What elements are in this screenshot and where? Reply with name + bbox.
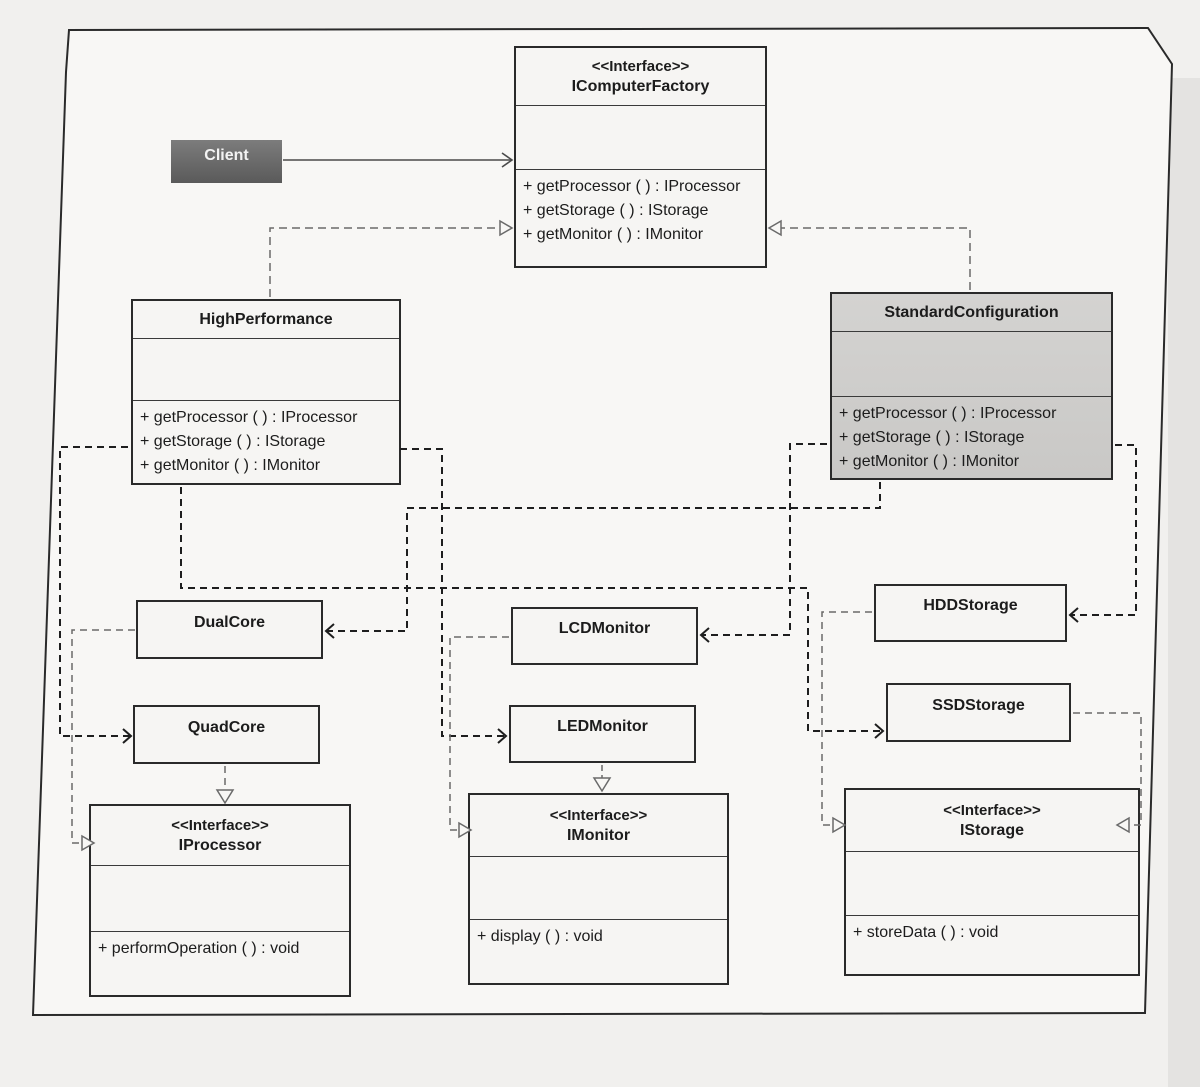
- istorage-interface: <<Interface>> IStorage + storeData ( ) :…: [844, 788, 1140, 976]
- class-name: LCDMonitor: [558, 620, 651, 637]
- icomputerfactory-class: <<Interface>> IComputerFactory + getProc…: [514, 46, 767, 268]
- realization-dualcore-to-iprocessor: [71, 629, 135, 852]
- operation: + getProcessor ( ) : IProcessor: [839, 405, 1057, 422]
- operations-section: + storeData ( ) : void: [846, 916, 1138, 945]
- operation: + display ( ) : void: [477, 928, 603, 945]
- operation: + performOperation ( ) : void: [98, 940, 300, 957]
- operations-section: + display ( ) : void: [470, 920, 727, 949]
- ssdstorage-class: SSDStorage: [886, 683, 1071, 742]
- class-name: SSDStorage: [932, 696, 1025, 714]
- operation: + getMonitor ( ) : IMonitor: [140, 457, 321, 474]
- highperformance-class: HighPerformance + getProcessor ( ) : IPr…: [131, 299, 401, 485]
- class-name: LEDMonitor: [557, 718, 648, 735]
- stereotype-label: <<Interface>>: [591, 57, 690, 75]
- stereotype-label: <<Interface>>: [171, 816, 269, 834]
- class-name: IComputerFactory: [571, 77, 710, 95]
- client-label: Client: [204, 146, 249, 164]
- attributes-section: [470, 857, 727, 920]
- class-name: HDDStorage: [923, 597, 1018, 614]
- attributes-section: [516, 106, 765, 170]
- operation: + storeData ( ) : void: [853, 924, 999, 941]
- dependency-high-to-ssdstorage: [180, 487, 885, 739]
- dependency-high-to-quadcore: [59, 446, 133, 744]
- client-box: Client: [171, 140, 282, 183]
- class-header: <<Interface>> IMonitor: [470, 795, 727, 857]
- standardconfiguration-class: StandardConfiguration + getProcessor ( )…: [830, 292, 1113, 480]
- hddstorage-class: HDDStorage: [874, 584, 1067, 642]
- class-header: <<Interface>> IProcessor: [91, 806, 349, 866]
- class-name: HighPerformance: [199, 310, 333, 328]
- quadcore-class: QuadCore: [133, 705, 320, 764]
- operation: + getProcessor ( ) : IProcessor: [140, 409, 358, 426]
- class-name: QuadCore: [187, 718, 266, 736]
- dependency-standard-to-lcdmonitor: [699, 443, 827, 643]
- class-header: HighPerformance: [133, 301, 399, 339]
- realization-high-to-factory: [269, 219, 514, 297]
- ledmonitor-class: LEDMonitor: [509, 705, 696, 763]
- realization-lcdmonitor-to-imonitor: [449, 636, 509, 839]
- attributes-section: [133, 339, 399, 401]
- operations-section: + getProcessor ( ) : IProcessor + getSto…: [516, 170, 765, 247]
- operation: + getStorage ( ) : IStorage: [839, 429, 1025, 446]
- class-name: IMonitor: [566, 826, 631, 844]
- realization-ledmonitor-to-imonitor: [592, 765, 612, 793]
- iprocessor-interface: <<Interface>> IProcessor + performOperat…: [89, 804, 351, 997]
- class-name: StandardConfiguration: [884, 303, 1059, 321]
- realization-ssdstorage-to-istorage: [1073, 712, 1142, 834]
- class-name: DualCore: [193, 613, 266, 631]
- lcdmonitor-class: LCDMonitor: [511, 607, 698, 665]
- client-association-arrow: [283, 152, 514, 168]
- class-name: IStorage: [959, 821, 1024, 839]
- operation: + getMonitor ( ) : IMonitor: [523, 226, 704, 243]
- operation: + getStorage ( ) : IStorage: [523, 202, 709, 219]
- page-edge-strip: [1168, 78, 1200, 1087]
- stereotype-label: <<Interface>>: [943, 801, 1041, 819]
- class-header: <<Interface>> IStorage: [846, 790, 1138, 852]
- realization-quadcore-to-iprocessor: [215, 766, 235, 805]
- operations-section: + getProcessor ( ) : IProcessor + getSto…: [133, 401, 399, 478]
- operation: + getProcessor ( ) : IProcessor: [523, 178, 741, 195]
- stereotype-label: <<Interface>>: [549, 806, 648, 824]
- operations-section: + getProcessor ( ) : IProcessor + getSto…: [832, 397, 1111, 474]
- attributes-section: [91, 866, 349, 932]
- imonitor-interface: <<Interface>> IMonitor + display ( ) : v…: [468, 793, 729, 985]
- dependency-standard-to-hddstorage: [1068, 444, 1137, 623]
- realization-hddstorage-to-istorage: [821, 611, 872, 834]
- attributes-section: [832, 332, 1111, 397]
- class-name: IProcessor: [178, 836, 262, 854]
- dualcore-class: DualCore: [136, 600, 323, 659]
- class-header: StandardConfiguration: [832, 294, 1111, 332]
- operations-section: + performOperation ( ) : void: [91, 932, 349, 961]
- realization-standard-to-factory: [767, 219, 971, 290]
- class-header: <<Interface>> IComputerFactory: [516, 48, 765, 106]
- attributes-section: [846, 852, 1138, 916]
- dependency-high-to-ledmonitor: [400, 448, 508, 744]
- operation: + getStorage ( ) : IStorage: [140, 433, 326, 450]
- dependency-standard-to-dualcore: [324, 482, 881, 639]
- operation: + getMonitor ( ) : IMonitor: [839, 453, 1020, 470]
